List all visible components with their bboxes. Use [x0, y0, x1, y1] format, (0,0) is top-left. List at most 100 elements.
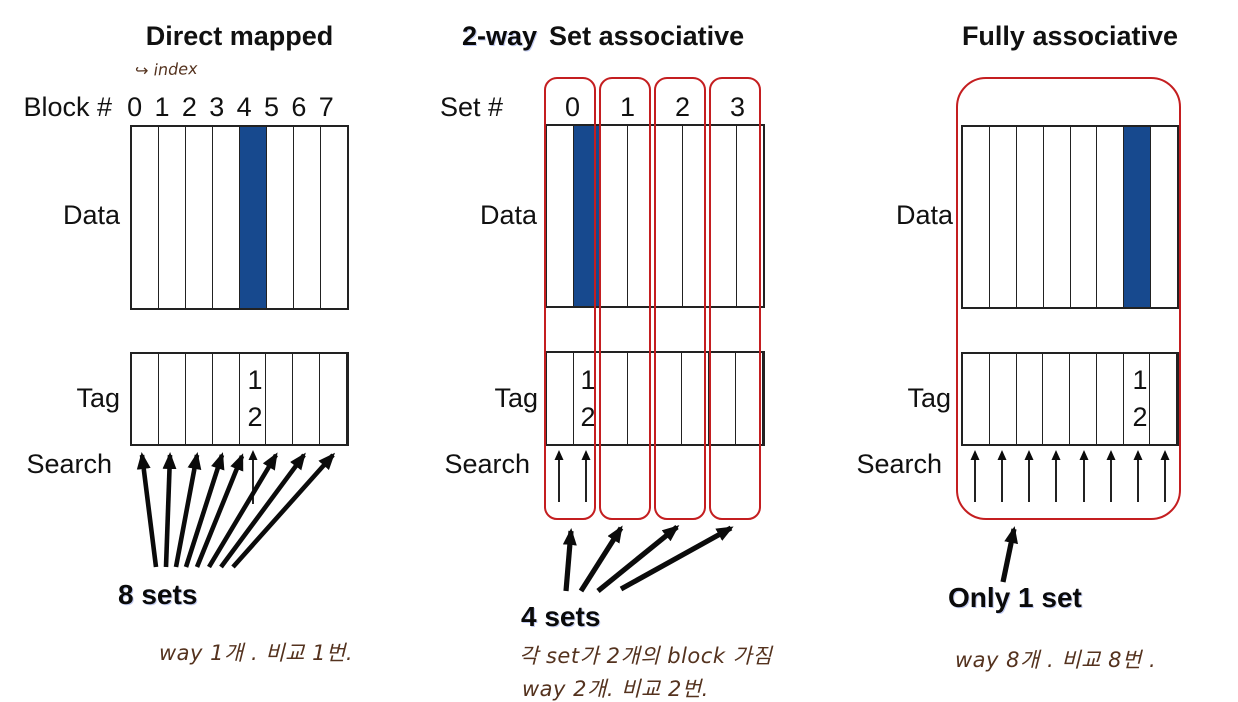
- tag-value-2: 2: [1132, 402, 1148, 432]
- index-annotation: ↪ index: [134, 58, 198, 81]
- set-assoc-tag-values: 1 2: [574, 353, 602, 444]
- block-number-row-label: Block #: [23, 92, 112, 122]
- set-assoc-handwritten-note-2: way 2개. 비교 2번.: [522, 677, 709, 701]
- fully-associative-title: Fully associative: [961, 21, 1179, 51]
- block-number-5: 5: [264, 92, 280, 122]
- two-way-annotation: 2-way: [462, 21, 538, 51]
- block-cell: [1017, 127, 1044, 307]
- block-cell: [656, 126, 683, 306]
- block-cell: [1097, 127, 1125, 307]
- fully-tag-label: Tag: [907, 383, 951, 413]
- fully-sets-count-label: Only 1 set: [948, 582, 1082, 613]
- block-cell: [601, 353, 628, 444]
- block-cell: [655, 353, 682, 444]
- set-outline-0: [544, 77, 596, 520]
- block-cell: [1044, 127, 1071, 307]
- block-cell: [186, 354, 213, 444]
- set-number-0: 0: [564, 92, 581, 122]
- set-number-1: 1: [619, 92, 636, 122]
- direct-mapped-title: Direct mapped: [145, 21, 334, 51]
- direct-handwritten-note: way 1개 . 비교 1번.: [159, 641, 354, 665]
- block-number-3: 3: [209, 92, 225, 122]
- fully-data-label: Data: [895, 200, 953, 230]
- direct-data-label: Data: [62, 200, 120, 230]
- set-assoc-search-label: Search: [444, 449, 530, 479]
- block-cell: [990, 354, 1017, 444]
- fully-set-arrow: [1000, 526, 1019, 583]
- fully-handwritten-note: way 8개 . 비교 8번 .: [955, 648, 1157, 672]
- direct-sets-count-label: 8 sets: [118, 579, 198, 610]
- block-cell: [682, 353, 709, 444]
- single-set-outline: [956, 77, 1181, 520]
- block-cell: [709, 353, 736, 444]
- set-outline-3: [709, 77, 761, 520]
- fully-search-label: Search: [856, 449, 942, 479]
- tag-value-1: 1: [247, 365, 263, 395]
- block-cell: [990, 127, 1017, 307]
- direct-tag-values: 1 2: [241, 354, 269, 444]
- block-cell: [186, 127, 213, 308]
- block-cell: [132, 127, 159, 308]
- block-cell: [1043, 354, 1070, 444]
- set-assoc-sets-count-label: 4 sets: [521, 601, 601, 632]
- block-number-2: 2: [181, 92, 197, 122]
- block-cell: [1150, 354, 1177, 444]
- tag-value-1: 1: [580, 364, 596, 395]
- direct-search-label: Search: [26, 449, 112, 479]
- block-cell: [267, 127, 294, 308]
- set-associative-title-row: 2-way Set associative: [462, 21, 744, 52]
- block-number-1: 1: [154, 92, 170, 122]
- block-cell: [547, 353, 574, 444]
- block-cell: [213, 127, 240, 308]
- set-assoc-tag-label: Tag: [494, 383, 538, 413]
- block-cell: [266, 354, 294, 444]
- block-cell: [963, 354, 990, 444]
- set-assoc-handwritten-note-1: 각 set가 2개의 block 가짐: [519, 644, 773, 668]
- fully-tag-values: 1 2: [1126, 354, 1154, 444]
- direct-set-fan-arrows: [136, 452, 335, 569]
- block-cell: [736, 353, 763, 444]
- block-number-4: 4: [236, 92, 252, 122]
- block-number-0: 0: [127, 92, 143, 122]
- direct-data-array: [130, 125, 349, 310]
- tag-value-2: 2: [247, 402, 263, 432]
- set-assoc-set-fan-arrows: [562, 524, 734, 594]
- block-cell: [1017, 354, 1044, 444]
- block-cell: [159, 127, 186, 308]
- set-number-row-label: Set #: [439, 92, 503, 122]
- set-outline-2: [654, 77, 706, 520]
- set-number-2: 2: [674, 92, 691, 122]
- block-number-7: 7: [318, 92, 334, 122]
- block-cell: [294, 127, 321, 308]
- block-cell: [240, 354, 267, 444]
- highlighted-block-cell: [1124, 127, 1152, 307]
- direct-tag-label: Tag: [76, 383, 120, 413]
- block-cell: [132, 354, 159, 444]
- set-outline-1: [599, 77, 651, 520]
- block-cell: [547, 126, 575, 306]
- block-cell: [213, 354, 240, 444]
- block-cell: [601, 126, 629, 306]
- set-number-3: 3: [729, 92, 746, 122]
- tag-value-1: 1: [1132, 365, 1148, 395]
- highlighted-block-cell: [240, 127, 267, 308]
- block-number-row: 0 1 2 3 4 5 6 7: [121, 92, 340, 123]
- tag-value-2: 2: [580, 401, 596, 432]
- block-cell: [1124, 354, 1151, 444]
- block-cell: [321, 127, 347, 308]
- block-cell: [710, 126, 737, 306]
- direct-tag-array: 1 2: [130, 352, 349, 446]
- block-cell: [963, 127, 990, 307]
- block-cell: [159, 354, 186, 444]
- fully-data-array: [961, 125, 1179, 309]
- block-cell: [1071, 127, 1098, 307]
- block-cell: [293, 354, 321, 444]
- fully-tag-array: 1 2: [961, 352, 1179, 446]
- set-number-row: 0 1 2 3: [545, 92, 765, 123]
- block-cell: [320, 354, 347, 444]
- set-associative-title: Set associative: [549, 21, 745, 51]
- set-assoc-data-label: Data: [479, 200, 537, 230]
- block-cell: [1097, 354, 1124, 444]
- block-cell: [1070, 354, 1097, 444]
